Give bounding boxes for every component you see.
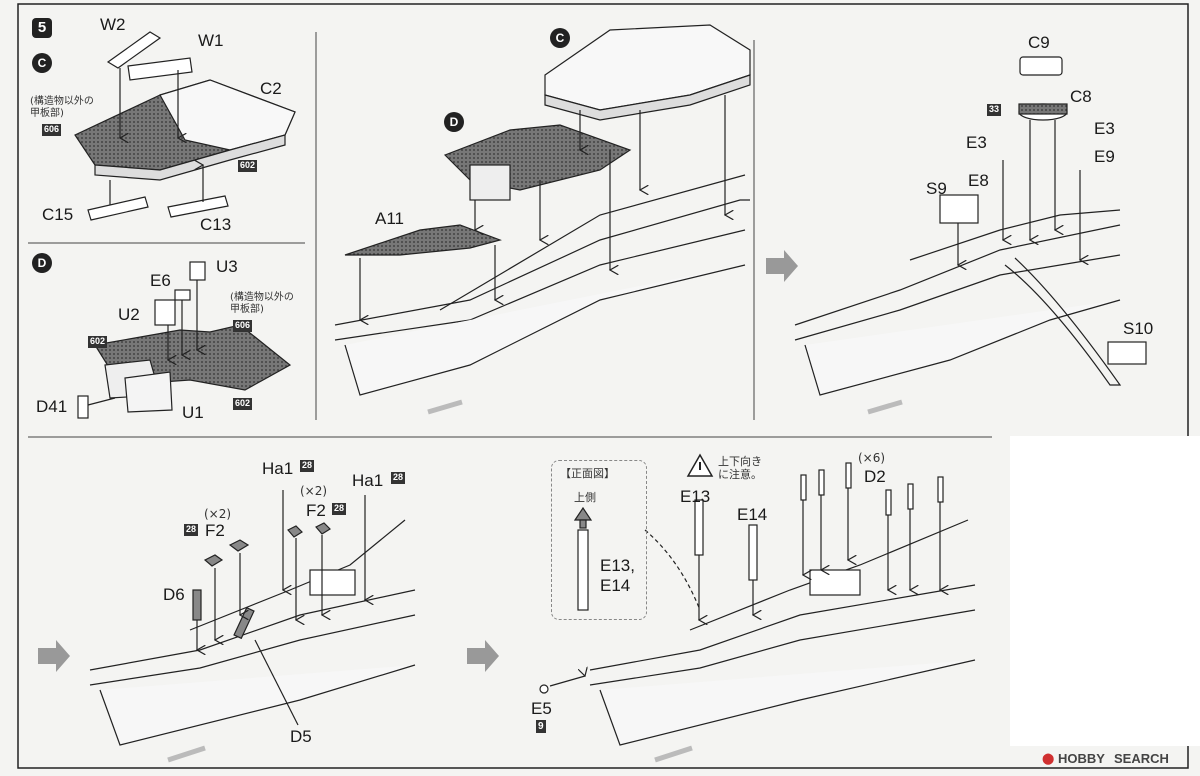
ship-hull-bottom-right bbox=[539, 462, 976, 746]
sub-assembly-c-marker-2: C bbox=[550, 28, 570, 48]
paint-badge-28-ha1-right: 28 bbox=[391, 472, 406, 484]
part-label-c2: C2 bbox=[260, 79, 282, 98]
part-label-e3-right: E3 bbox=[1094, 119, 1115, 138]
ship-hull-bottom-left bbox=[89, 490, 416, 746]
paint-badge-602-c: 602 bbox=[238, 160, 258, 172]
part-label-ha1-left: Ha1 bbox=[262, 459, 294, 478]
part-label-s10: S10 bbox=[1123, 319, 1154, 338]
sub-assembly-c-marker: C bbox=[32, 53, 52, 73]
front-view-box bbox=[551, 460, 647, 620]
paint-badge-602-d1: 602 bbox=[88, 336, 108, 348]
paint-badge-606-d: 606 bbox=[233, 320, 253, 332]
front-view-title: 【正面図】 bbox=[560, 467, 615, 480]
paint-badge-28-f2-left: 28 bbox=[184, 524, 199, 536]
part-label-d5: D5 bbox=[290, 727, 312, 746]
deck-note-c: (構造物以外の 甲板部) bbox=[30, 96, 94, 119]
paint-badge-33: 33 bbox=[987, 104, 1002, 116]
part-label-f2-right: F2 bbox=[306, 501, 326, 520]
part-label-c15: C15 bbox=[42, 205, 74, 224]
paint-badge-606-c: 606 bbox=[42, 124, 62, 136]
part-label-e6: E6 bbox=[150, 271, 171, 290]
quantity-note-x6: (×6) bbox=[858, 451, 886, 465]
front-view-part-label: E13, E14 bbox=[600, 556, 635, 596]
paint-badge-9: 9 bbox=[536, 720, 546, 733]
sub-assembly-d-marker: D bbox=[32, 253, 52, 273]
watermark-search: SEARCH bbox=[1114, 751, 1169, 766]
bow-arrow-1 bbox=[427, 399, 463, 415]
part-label-e9: E9 bbox=[1094, 147, 1115, 166]
part-label-d6: D6 bbox=[163, 585, 185, 604]
bow-arrow-4 bbox=[654, 745, 693, 763]
orientation-caution-note: 上下向き に注意。 bbox=[718, 455, 762, 481]
part-label-f2-left: F2 bbox=[205, 521, 225, 540]
part-label-e8: E8 bbox=[968, 171, 989, 190]
sub-assembly-d-marker-2: D bbox=[444, 112, 464, 132]
part-label-a11: A11 bbox=[375, 209, 404, 228]
part-label-u2: U2 bbox=[118, 305, 140, 324]
watermark-logo-icon: ⬤ bbox=[1042, 753, 1055, 765]
part-label-ha1-right: Ha1 bbox=[352, 471, 384, 490]
part-label-d41: D41 bbox=[36, 397, 68, 416]
quantity-note-x2-right: (×2) bbox=[300, 484, 328, 498]
part-label-c9: C9 bbox=[1028, 33, 1050, 52]
part-label-c13: C13 bbox=[200, 215, 232, 234]
flow-arrow-3 bbox=[467, 640, 499, 672]
blank-panel bbox=[1010, 436, 1200, 746]
ship-hull-top-right bbox=[794, 56, 1147, 396]
part-label-s9: S9 bbox=[926, 179, 947, 198]
part-label-e5: E5 bbox=[531, 699, 552, 718]
part-label-e14: E14 bbox=[737, 505, 768, 524]
watermark-hobby: HOBBY bbox=[1058, 751, 1105, 766]
page-frame bbox=[17, 3, 1189, 769]
ship-hull-top-middle bbox=[334, 24, 751, 396]
paint-badge-28-ha1-left: 28 bbox=[300, 460, 315, 472]
part-label-w2: W2 bbox=[100, 15, 126, 34]
flow-arrow-2 bbox=[38, 640, 70, 672]
paint-badge-602-d2: 602 bbox=[233, 398, 253, 410]
c-deck-assembly bbox=[74, 31, 296, 221]
deck-note-d: (構造物以外の 甲板部) bbox=[230, 292, 294, 315]
quantity-note-x2-left: (×2) bbox=[204, 507, 232, 521]
part-label-d2: D2 bbox=[864, 467, 886, 486]
part-label-e3-left: E3 bbox=[966, 133, 987, 152]
front-view-top-side: 上側 bbox=[574, 491, 596, 504]
paint-badge-28-f2-right: 28 bbox=[332, 503, 347, 515]
flow-arrow-1 bbox=[766, 250, 798, 282]
part-label-c8: C8 bbox=[1070, 87, 1092, 106]
part-label-e13: E13 bbox=[680, 487, 711, 506]
bow-arrow-3 bbox=[167, 745, 206, 763]
part-label-u3: U3 bbox=[216, 257, 238, 276]
bow-arrow-2 bbox=[867, 399, 903, 415]
d-deck-assembly bbox=[77, 261, 292, 419]
part-label-u1: U1 bbox=[182, 403, 204, 422]
step-number-badge: 5 bbox=[32, 18, 52, 38]
part-label-w1: W1 bbox=[198, 31, 224, 50]
